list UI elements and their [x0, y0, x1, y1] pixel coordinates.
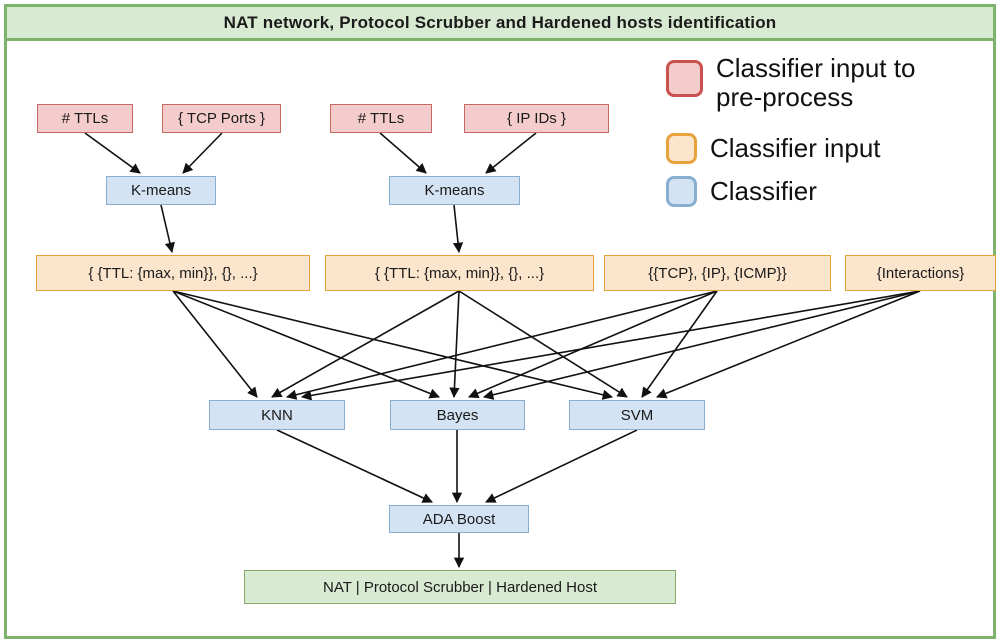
node-ip-ids: { IP IDs } [464, 104, 609, 133]
node-protocol-sets: {{TCP}, {IP}, {ICMP}} [604, 255, 831, 291]
classifier-input-swatch-icon [666, 133, 697, 164]
legend-item-classifier: Classifier [666, 176, 817, 207]
legend-item-classifier-input: Classifier input [666, 133, 881, 164]
node-output: NAT | Protocol Scrubber | Hardened Host [244, 570, 676, 604]
legend-label: Classifier [710, 176, 817, 207]
diagram-frame: NAT network, Protocol Scrubber and Harde… [4, 4, 996, 639]
node-ada-boost: ADA Boost [389, 505, 529, 533]
classifier-swatch-icon [666, 176, 697, 207]
node-kmeans-2: K-means [389, 176, 520, 205]
legend-item-pre-process: Classifier input to pre-process [666, 54, 934, 111]
node-bayes: Bayes [390, 400, 525, 430]
node-tcp-ports: { TCP Ports } [162, 104, 281, 133]
diagram-title: NAT network, Protocol Scrubber and Harde… [7, 7, 993, 41]
node-knn: KNN [209, 400, 345, 430]
legend-label: Classifier input [710, 133, 881, 164]
node-interactions: {Interactions} [845, 255, 996, 291]
node-ttls-1: # TTLs [37, 104, 133, 133]
pre-process-swatch-icon [666, 60, 703, 97]
node-ttl-clusters-2: { {TTL: {max, min}}, {}, ...} [325, 255, 594, 291]
node-ttl-clusters-1: { {TTL: {max, min}}, {}, ...} [36, 255, 310, 291]
legend-label: Classifier input to pre-process [716, 53, 916, 112]
node-ttls-2: # TTLs [330, 104, 432, 133]
node-svm: SVM [569, 400, 705, 430]
node-kmeans-1: K-means [106, 176, 216, 205]
